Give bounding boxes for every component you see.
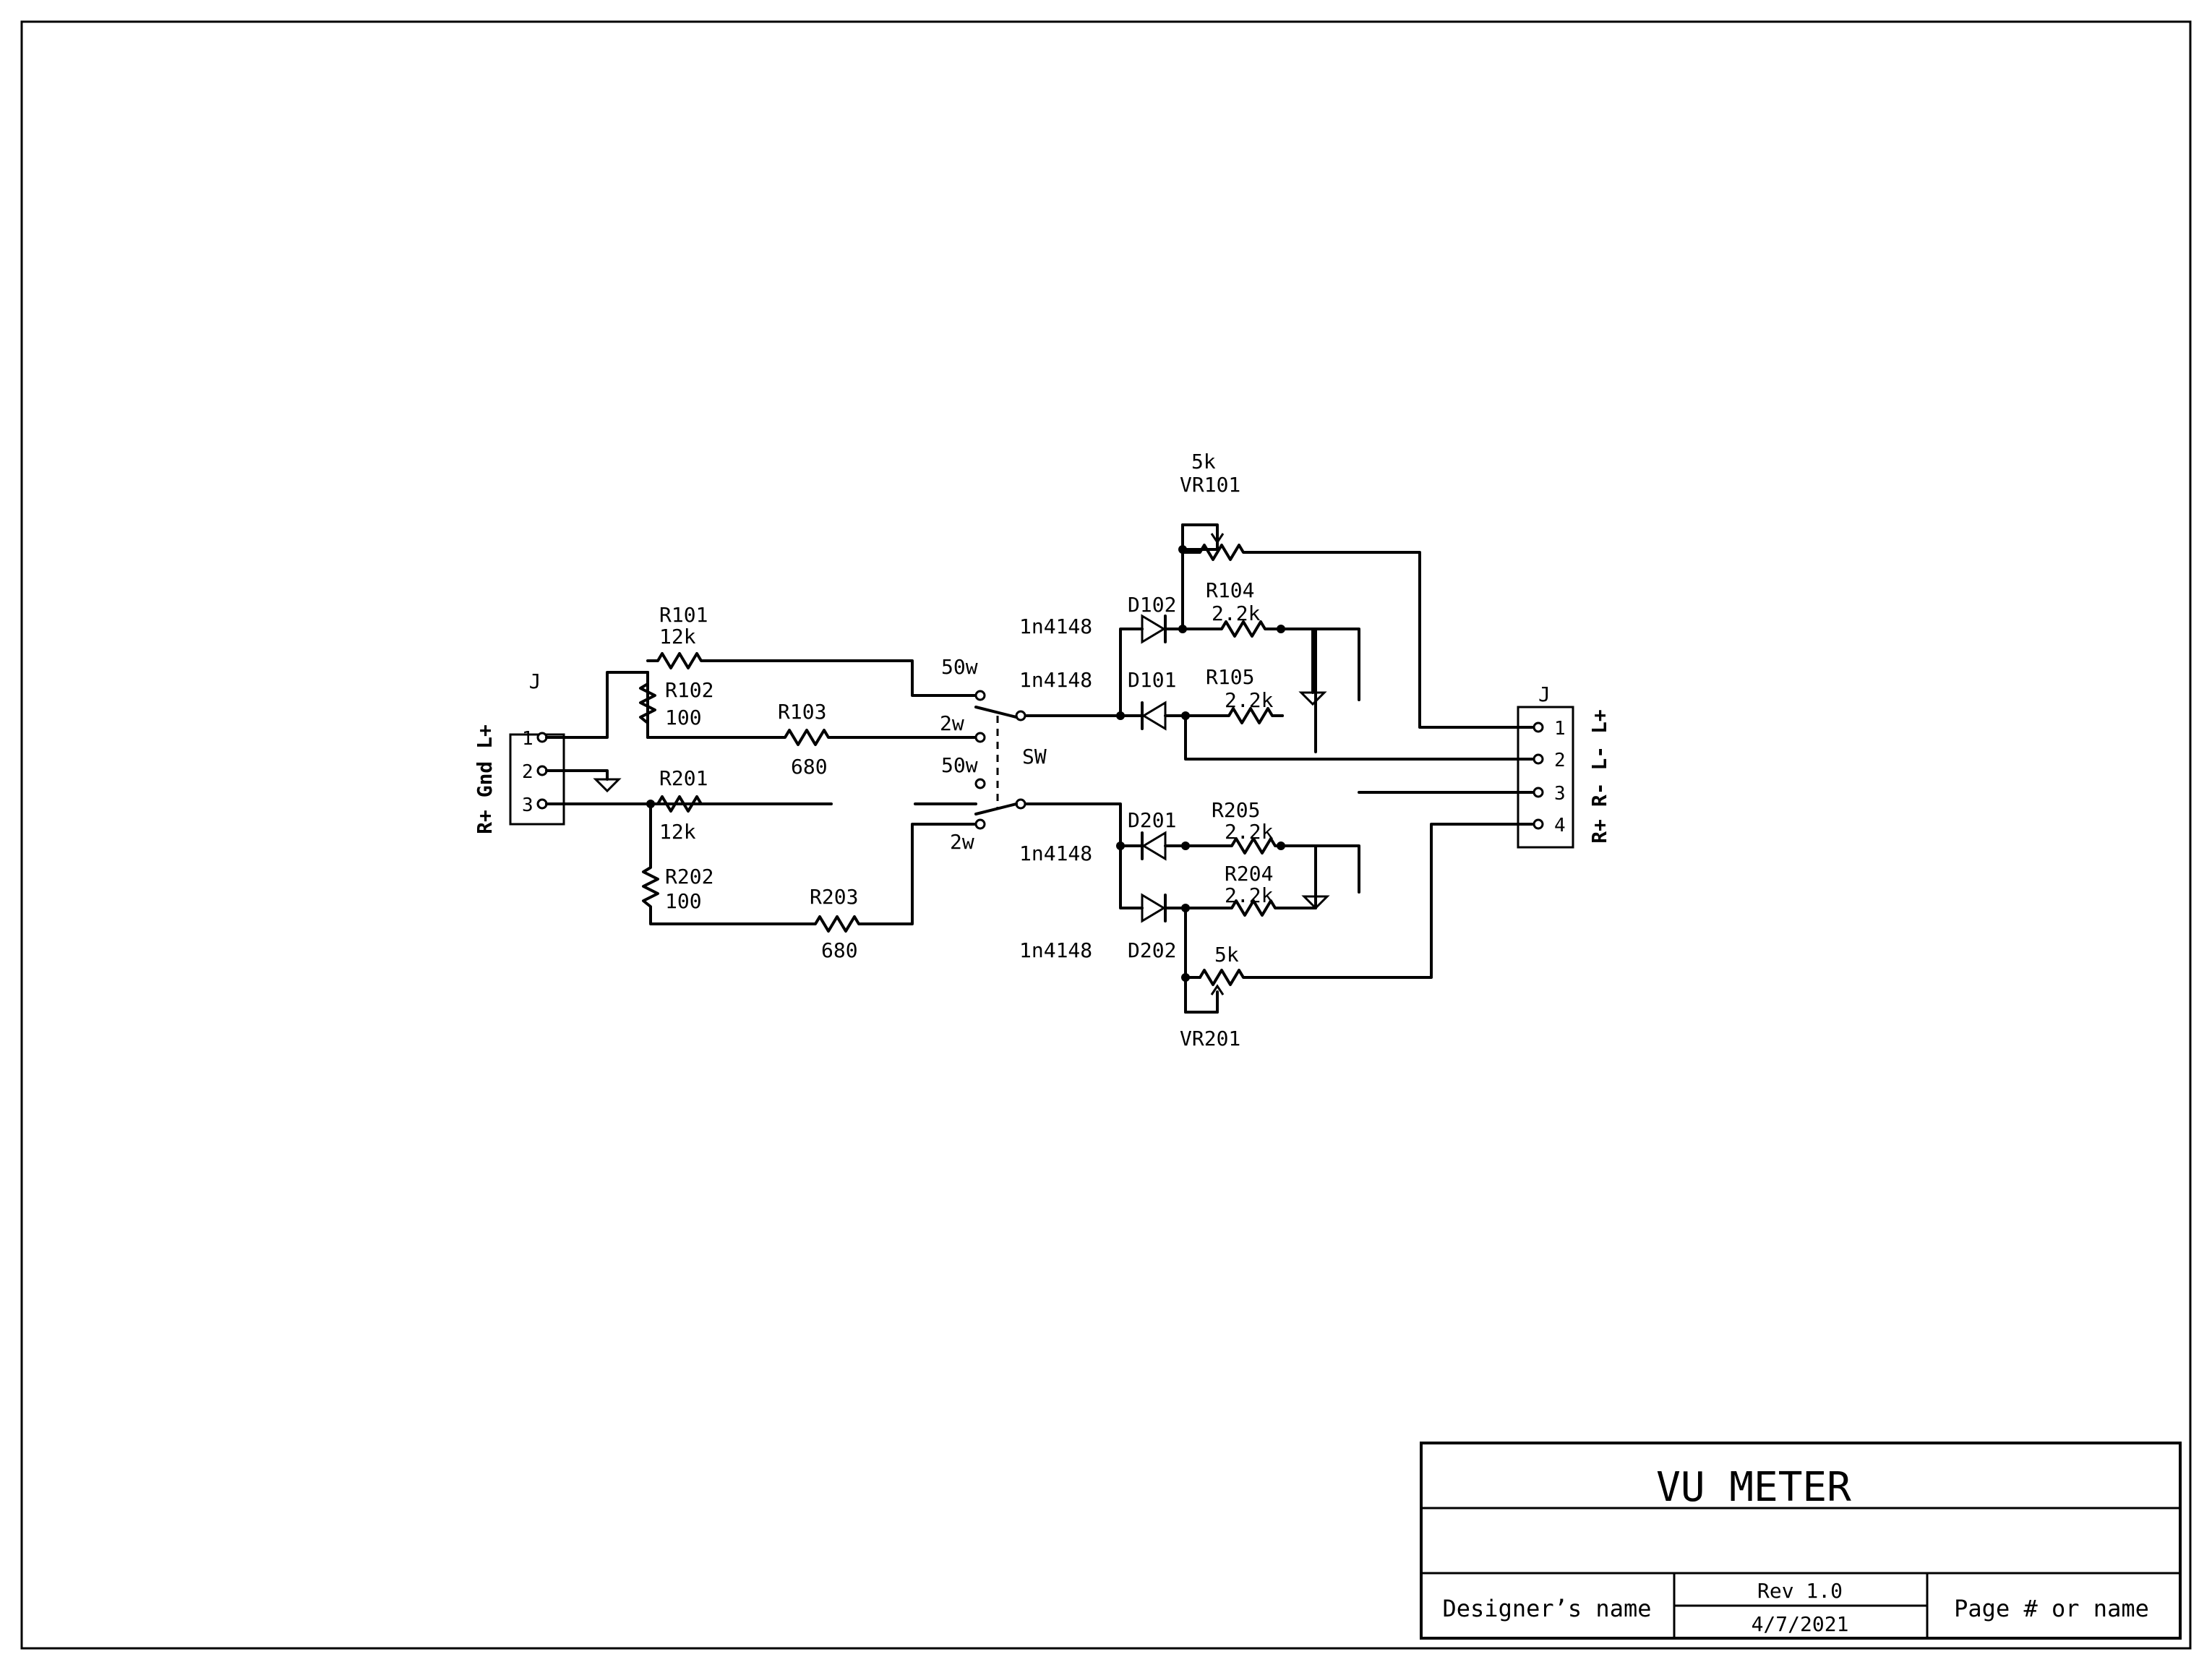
r205-value: 2.2k [1225,820,1274,844]
resistor-r203: R203 680 [808,885,862,962]
switch-lower-50w: 50w [941,753,978,777]
ground-symbol-upper [1271,628,1327,706]
vr201-ref: VR201 [1180,1027,1240,1050]
resistor-r101: R101 12k [646,603,710,669]
r105-ref: R105 [1206,665,1254,689]
d102-ref: D102 [1128,593,1176,617]
title-block-designer: Designer’s name [1443,1595,1652,1622]
input-connector-signal-label: R+ Gnd L+ [473,724,497,834]
input-connector-ref: J [529,669,541,693]
switch-upper-50w: 50w [941,655,978,679]
r203-ref: R203 [810,885,858,909]
resistor-r102: R102 100 [639,671,713,739]
r104-ref: R104 [1206,578,1254,602]
switch-lower-2w: 2w [950,830,974,854]
resistor-r105: R105 2.2k [1199,665,1284,724]
d201-ref: D201 [1128,808,1176,832]
input-ground-symbol [545,769,622,793]
r102-ref: R102 [665,678,713,702]
pot-vr201: 5k VR201 [1180,943,1259,1050]
title-block-date: 4/7/2021 [1752,1612,1849,1636]
input-connector: J 1 2 3 R+ Gnd L+ [473,669,565,834]
ground-symbol-lower [1301,844,1330,910]
input-pin-3: 3 [522,795,533,816]
r202-value: 100 [665,889,702,913]
diode-d201: D201 1n4148 [1019,808,1187,865]
output-pin-4: 4 [1554,815,1566,836]
title-block-title: VU METER [1656,1464,1851,1511]
r201-value: 12k [659,820,696,844]
input-pin-1: 1 [522,728,533,750]
switch-ref: SW [1022,745,1047,768]
input-pin-2: 2 [522,761,533,783]
vr101-value: 5k [1191,450,1216,474]
r203-value: 680 [821,938,858,962]
switch-upper-2w: 2w [940,711,964,735]
r204-ref: R204 [1225,862,1273,886]
switch-sw: 50w 2w 50w 2w SW [940,655,1047,854]
r105-value: 2.2k [1225,688,1274,712]
title-block-page: Page # or name [1954,1595,2149,1622]
vr101-ref: VR101 [1180,473,1240,497]
r201-ref: R201 [659,766,708,790]
r101-value: 12k [659,625,696,648]
d101-ref: D101 [1128,668,1176,692]
r204-value: 2.2k [1225,883,1274,907]
output-connector-signal-label: R+ R- L- L+ [1587,709,1611,843]
resistor-r205: R205 2.2k [1212,798,1281,855]
r202-ref: R202 [665,865,713,888]
resistor-r204: R204 2.2k [1225,862,1281,917]
r205-ref: R205 [1212,798,1260,822]
r102-value: 100 [665,706,702,729]
d102-part: 1n4148 [1019,615,1092,638]
r101-ref: R101 [659,603,708,627]
diode-d202: D202 1n4148 [1019,893,1187,962]
output-pin-2: 2 [1554,750,1566,771]
pot-vr101: 5k VR101 [1180,450,1259,561]
resistor-r104: R104 2.2k [1199,578,1274,638]
d101-part: 1n4148 [1019,668,1092,692]
d201-part: 1n4148 [1019,842,1092,865]
output-connector: J 1 2 3 4 R+ R- L- L+ [1517,682,1611,849]
title-block-rev: Rev 1.0 [1757,1579,1843,1603]
vr201-value: 5k [1214,943,1239,967]
r103-ref: R103 [778,700,826,724]
title-block: VU METER Designer’s name Rev 1.0 4/7/202… [1420,1442,2182,1640]
d202-part: 1n4148 [1019,938,1092,962]
output-pin-3: 3 [1554,783,1566,805]
resistor-r201: R201 12k [649,766,710,844]
output-pin-1: 1 [1554,718,1566,740]
r103-value: 680 [791,755,828,779]
wires-lower [545,791,1534,1014]
resistor-r103: R103 680 [778,700,833,779]
r104-value: 2.2k [1212,601,1261,625]
output-connector-ref: J [1538,682,1551,706]
diode-d101: D101 1n4148 [1019,668,1187,731]
sheet-border [20,20,2192,1650]
resistor-r202: R202 100 [642,857,713,914]
diode-d102: D102 1n4148 [1019,593,1184,644]
d202-ref: D202 [1128,938,1176,962]
